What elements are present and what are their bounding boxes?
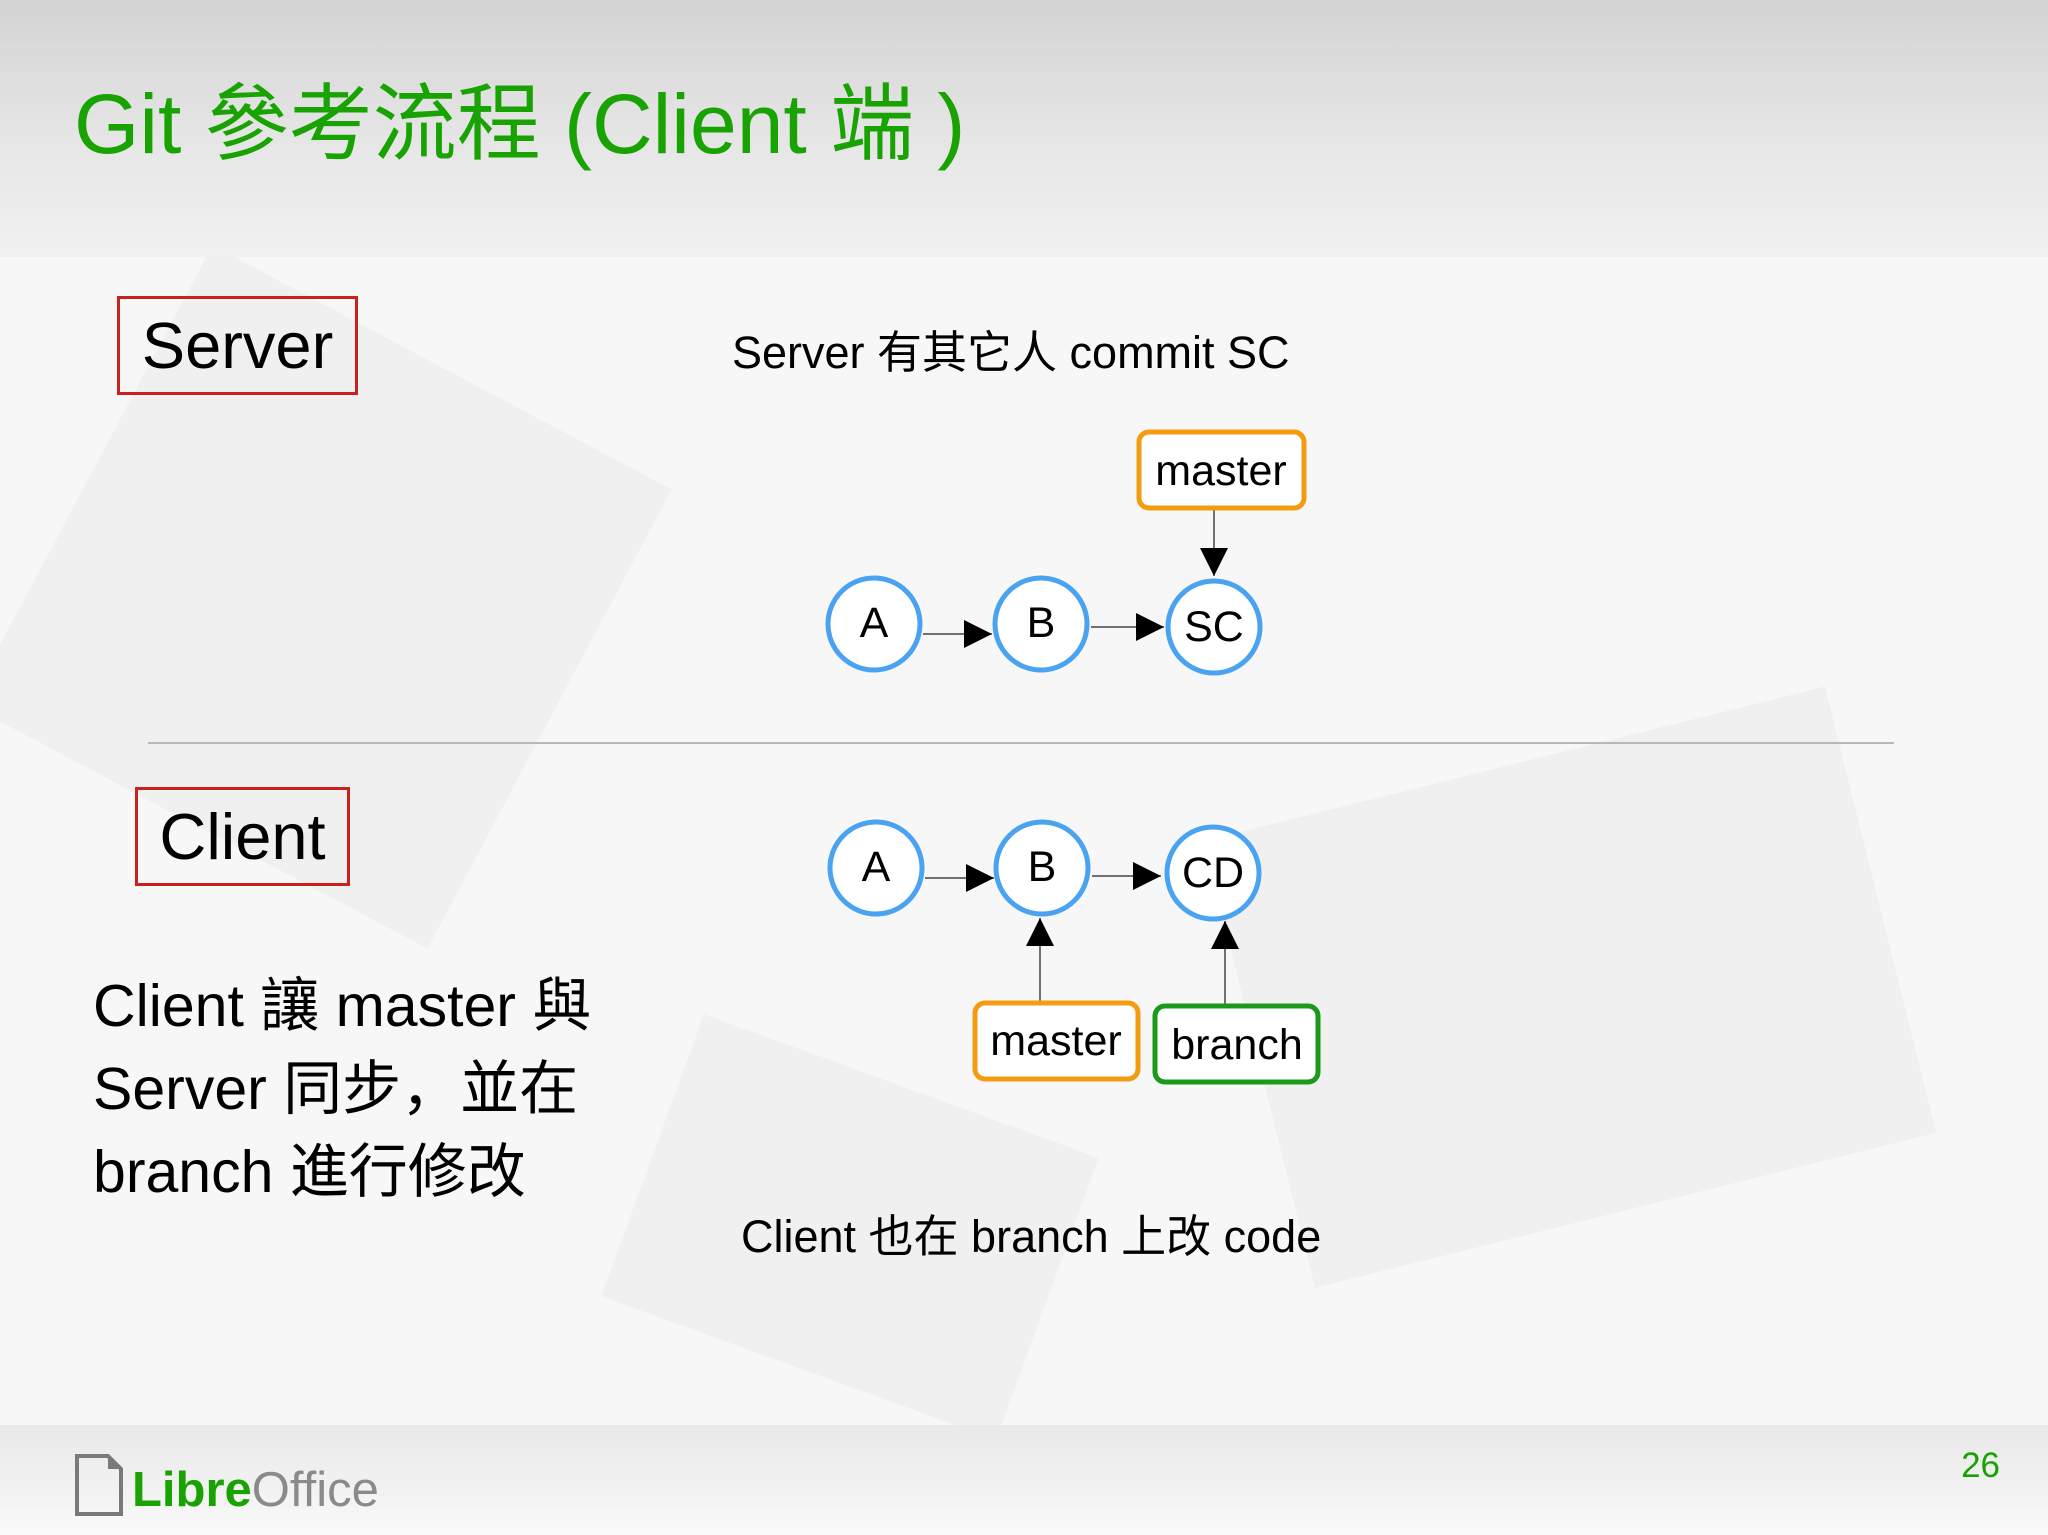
logo-wordmark: LibreOffice [132, 1463, 379, 1517]
commit-label: A [860, 599, 889, 647]
page-number: 26 [1961, 1446, 2000, 1485]
branch-pointer-box [1152, 1003, 1321, 1085]
server-commit-graph: A B SC master [825, 429, 1307, 676]
commit-label: SC [1184, 603, 1244, 651]
commit-node [993, 819, 1091, 917]
commit-node [1165, 578, 1263, 676]
client-caption: Client 也在 branch 上改 code [741, 1211, 1322, 1262]
footer-band [0, 1425, 2048, 1535]
client-label: Client [135, 787, 350, 886]
slide-title: Git 參考流程 (Client 端 ) [74, 77, 966, 171]
pointer-label: branch [1171, 1021, 1302, 1069]
commit-node [992, 575, 1090, 673]
document-icon [75, 1454, 123, 1516]
pointer-label: master [990, 1017, 1121, 1065]
server-caption: Server 有其它人 commit SC [732, 327, 1290, 378]
commit-label: B [1028, 843, 1057, 891]
header-band [0, 0, 2048, 257]
commit-node [1164, 824, 1262, 922]
libreoffice-logo: LibreOffice [74, 1447, 379, 1517]
section-divider [148, 742, 1894, 744]
commit-node [825, 575, 923, 673]
pointer-label: master [1155, 447, 1286, 495]
commit-label: A [862, 843, 891, 891]
commit-node [827, 819, 925, 917]
commit-label: B [1027, 599, 1056, 647]
client-commit-graph: A B CD master branch [827, 819, 1321, 1085]
server-label: Server [117, 296, 358, 395]
master-pointer-box [972, 1000, 1141, 1082]
commit-label: CD [1182, 849, 1244, 897]
client-description: Client 讓 master 與 Server 同步，並在 branch 進行… [93, 973, 592, 1205]
master-pointer-box [1136, 429, 1307, 511]
